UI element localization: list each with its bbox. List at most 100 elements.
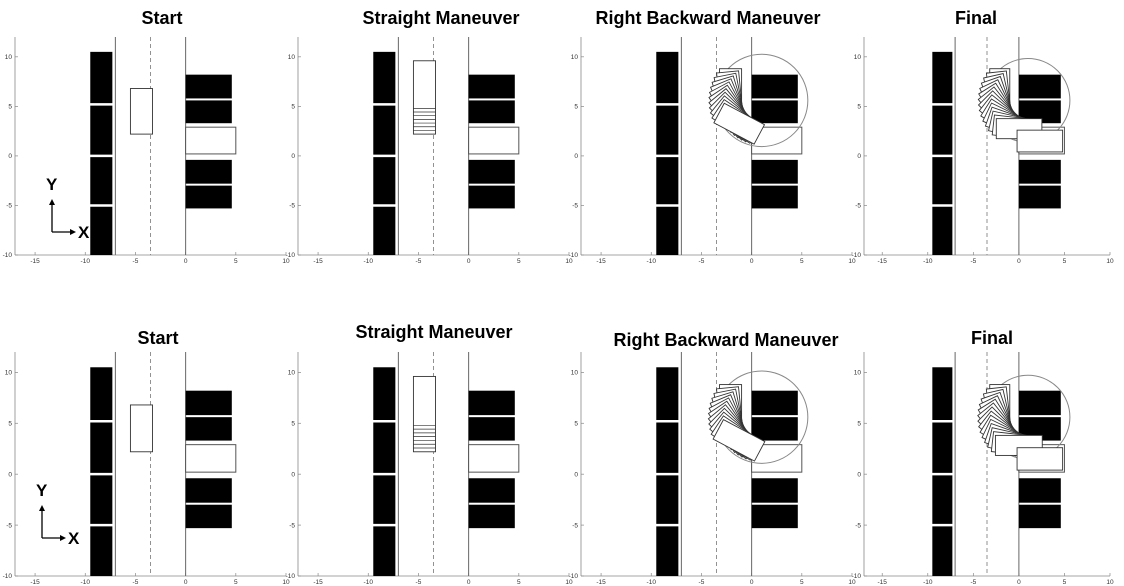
parking-slot xyxy=(185,444,237,473)
left-parked-cars xyxy=(932,51,953,256)
y-tick-label: -5 xyxy=(855,522,861,529)
x-tick-label: -15 xyxy=(878,258,888,265)
parked-car-block xyxy=(468,185,515,209)
y-tick-label: 10 xyxy=(288,54,296,61)
y-tick-label: -5 xyxy=(289,522,295,529)
left-parked-cars xyxy=(656,51,679,256)
panel-title: Final xyxy=(955,8,997,28)
parked-car-block xyxy=(468,390,515,416)
parked-car-block xyxy=(1018,159,1061,184)
x-axis-label: X xyxy=(78,223,90,242)
parked-car-block xyxy=(468,504,515,529)
y-tick-label: 10 xyxy=(5,370,13,377)
xy-axis-legend: YX xyxy=(36,481,80,548)
x-tick-label: 5 xyxy=(234,579,238,586)
parked-car-block xyxy=(751,185,798,209)
xy-axis-legend: YX xyxy=(46,175,90,242)
panel-title: Right Backward Maneuver xyxy=(595,8,820,28)
y-tick-label: -10 xyxy=(286,252,296,259)
parked-car-block xyxy=(1018,478,1061,503)
parked-car-block xyxy=(751,390,798,416)
x-tick-label: -15 xyxy=(30,579,40,586)
x-tick-label: -5 xyxy=(699,258,705,265)
parked-car-block xyxy=(185,159,232,184)
parked-car-block xyxy=(185,478,232,503)
x-axis-label: X xyxy=(68,529,80,548)
x-tick-label: -15 xyxy=(313,579,323,586)
y-tick-label: 0 xyxy=(291,471,295,478)
y-tick-label: 5 xyxy=(8,420,12,427)
panel-title: Straight Maneuver xyxy=(362,8,519,28)
y-tick-label: 5 xyxy=(291,420,295,427)
panel-title: Start xyxy=(137,328,178,348)
x-tick-label: 10 xyxy=(565,258,573,265)
x-tick-label: -5 xyxy=(133,258,139,265)
parked-car-block xyxy=(1018,74,1061,99)
parked-car-block xyxy=(468,100,515,124)
x-tick-label: 0 xyxy=(750,579,754,586)
x-tick-label: -10 xyxy=(923,258,933,265)
vehicle xyxy=(977,58,1071,153)
vehicle xyxy=(129,88,153,135)
ego-car xyxy=(129,404,153,453)
left-parked-cars xyxy=(90,51,113,256)
parking-slot xyxy=(185,126,237,155)
x-tick-label: 0 xyxy=(467,258,471,265)
x-tick-label: 10 xyxy=(565,579,573,586)
x-tick-label: 0 xyxy=(184,579,188,586)
ego-car-parked xyxy=(1016,129,1064,153)
x-tick-label: 0 xyxy=(750,258,754,265)
y-tick-label: -5 xyxy=(855,203,861,210)
x-tick-label: -15 xyxy=(313,258,323,265)
left-parked-cars xyxy=(932,367,953,576)
y-tick-label: 5 xyxy=(8,104,12,111)
x-tick-label: -15 xyxy=(878,579,888,586)
y-tick-label: 5 xyxy=(574,104,578,111)
x-tick-label: -5 xyxy=(416,258,422,265)
y-tick-label: 10 xyxy=(854,370,862,377)
x-tick-label: -15 xyxy=(596,258,606,265)
arrow-up-icon xyxy=(49,199,55,205)
parking-slot xyxy=(468,126,520,155)
ego-car-trace xyxy=(713,102,766,145)
parked-car-block xyxy=(468,159,515,184)
vehicle xyxy=(707,370,809,464)
x-tick-label: -5 xyxy=(416,579,422,586)
y-axis-label: Y xyxy=(46,175,58,194)
parked-car-block xyxy=(1018,504,1061,529)
x-tick-label: -5 xyxy=(699,579,705,586)
parked-car-block xyxy=(185,417,232,441)
y-tick-label: 5 xyxy=(857,104,861,111)
x-tick-label: -5 xyxy=(970,579,976,586)
road xyxy=(89,37,237,256)
parked-car-block xyxy=(751,417,798,441)
y-tick-label: 0 xyxy=(291,153,295,160)
parked-car-block xyxy=(1018,100,1061,124)
y-tick-label: -10 xyxy=(569,573,579,580)
y-tick-label: 0 xyxy=(8,153,12,160)
parked-car-block xyxy=(751,74,798,99)
y-tick-label: 10 xyxy=(571,54,579,61)
x-tick-label: 10 xyxy=(848,258,856,265)
arrow-up-icon xyxy=(39,505,45,511)
road xyxy=(372,352,520,576)
x-tick-label: 10 xyxy=(1106,579,1114,586)
panel-title: Straight Maneuver xyxy=(355,322,512,342)
y-tick-label: -5 xyxy=(572,203,578,210)
parked-car-block xyxy=(468,74,515,99)
parked-car-block xyxy=(185,100,232,124)
ego-car-parked xyxy=(1016,447,1064,471)
x-tick-label: -5 xyxy=(970,258,976,265)
y-tick-label: -10 xyxy=(3,573,13,580)
vehicle xyxy=(977,374,1071,471)
left-parked-cars xyxy=(90,367,113,576)
x-tick-label: 0 xyxy=(1017,258,1021,265)
